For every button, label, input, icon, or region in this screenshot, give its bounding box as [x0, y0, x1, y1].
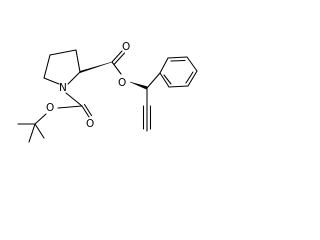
bond-boc-c-o-single [57, 105, 83, 109]
tert-butyl-group [17, 123, 45, 143]
bond-phenyl-6 [159, 72, 170, 88]
bond-chiral-c-phenyl [146, 72, 161, 89]
bond-phenyl-1 [159, 57, 169, 74]
alkyne-triple-bond [142, 87, 152, 132]
bond-ring-c2-n [43, 77, 60, 85]
chemical-structure: O O N O O [17, 41, 198, 143]
bond-ring-c3-c4 [49, 49, 77, 56]
bond-tbutyl-methyl-down-right [34, 123, 45, 139]
phenyl-ring [159, 56, 198, 88]
bond-phenyl-2 [167, 56, 188, 59]
bond-ester-c-o-double-2 [113, 52, 126, 65]
bond-tbutyl-methyl-down [28, 123, 36, 143]
bond-ring-c4-c5 [75, 49, 81, 73]
chiral-wedge-bond [129, 81, 148, 90]
boc-carbonyl-oxygen-label: O [86, 118, 94, 130]
bond-phenyl-5 [168, 85, 189, 88]
bond-ester-c-o-double-1 [111, 50, 123, 63]
bond-phenyl-4 [187, 70, 198, 87]
bond-o-tbutyl [34, 113, 47, 125]
ring-nitrogen-label: N [59, 82, 67, 94]
bond-phenyl-inner-1 [170, 59, 186, 62]
ester-linking-oxygen-label: O [118, 77, 126, 89]
bond-phenyl-3 [186, 56, 198, 72]
ester-carbonyl-oxygen-label: O [122, 41, 130, 53]
pyrrolidine-ring [43, 49, 81, 85]
bond-ring-c3-c2 [43, 54, 51, 79]
bond-boc-c-o-double-1 [81, 105, 90, 118]
bond-phenyl-inner-3 [163, 74, 172, 85]
bond-n-boc-carbon [65, 92, 83, 107]
bond-phenyl-inner-2 [185, 71, 194, 84]
bond-ring-n-c5 [67, 71, 81, 85]
boc-ether-oxygen-label: O [46, 102, 54, 114]
bond-boc-c-o-double-2 [83, 103, 93, 117]
stereo-wedge-bond [79, 61, 113, 74]
bond-ester-c-o-single [111, 61, 122, 75]
